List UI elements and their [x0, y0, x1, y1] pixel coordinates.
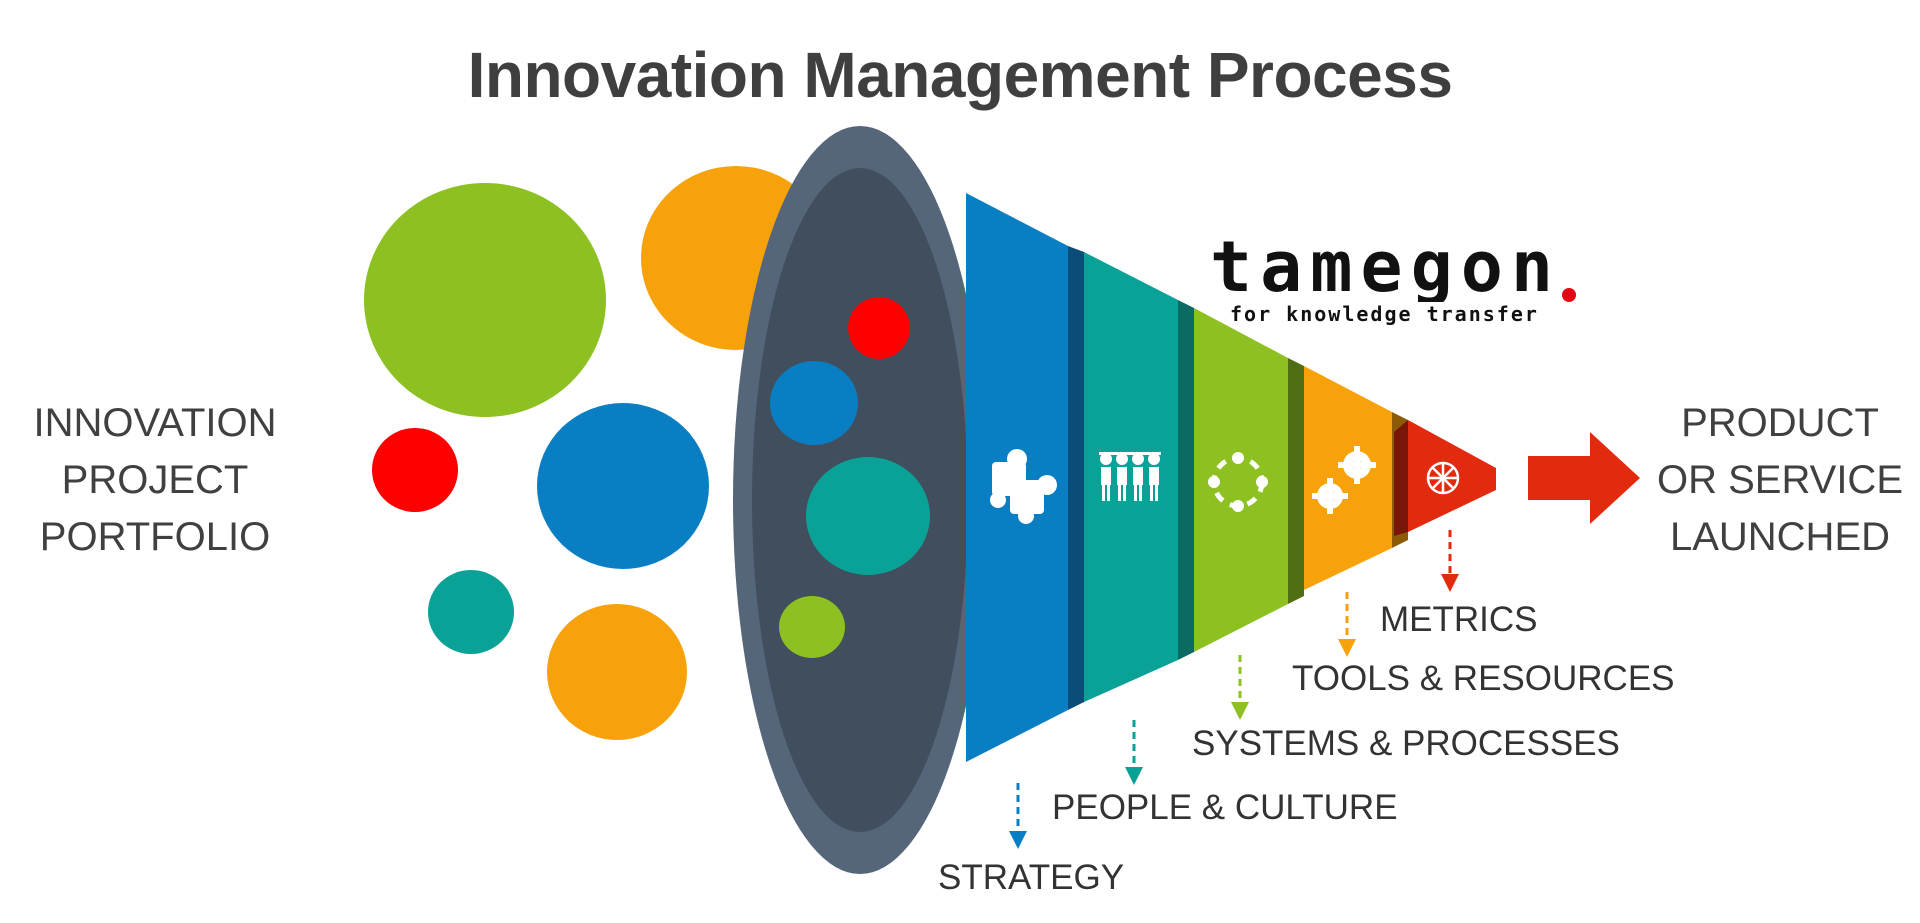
stage-label-strategy: STRATEGY — [938, 858, 1125, 897]
funnel-bubble-green — [779, 596, 845, 658]
launch-arrow — [1528, 432, 1640, 524]
input-label-line-1: INNOVATION — [33, 401, 277, 445]
output-label-line-2: OR SERVICE — [1657, 458, 1903, 502]
stage-systems-processes — [1194, 308, 1304, 652]
bubble-blue-large — [537, 403, 709, 569]
stage-label-tools-resources: TOOLS & RESOURCES — [1292, 659, 1675, 698]
gears-icon — [1312, 446, 1376, 514]
stage-label-metrics: METRICS — [1380, 600, 1538, 639]
output-label: PRODUCT OR SERVICE LAUNCHED — [1650, 395, 1910, 566]
funnel-mouth — [733, 126, 987, 874]
output-label-line-1: PRODUCT — [1681, 401, 1879, 445]
stage-metrics — [1394, 420, 1496, 536]
stage-label-people-culture: PEOPLE & CULTURE — [1052, 788, 1398, 827]
input-label-line-2: PROJECT — [61, 458, 249, 502]
stage-label-systems-processes: SYSTEMS & PROCESSES — [1192, 724, 1620, 763]
network-icon — [1426, 461, 1460, 495]
output-label-line-3: LAUNCHED — [1669, 515, 1891, 559]
funnel-bubble-blue — [770, 361, 858, 445]
bubble-orange-bottom — [547, 604, 687, 740]
logo-tagline: for knowledge transfer — [1228, 302, 1541, 326]
people-icon — [1099, 452, 1161, 501]
page-title: Innovation Management Process — [467, 39, 1453, 111]
input-label-line-3: PORTFOLIO — [39, 515, 271, 559]
input-label: INNOVATION PROJECT PORTFOLIO — [10, 395, 300, 566]
bubble-teal-small — [428, 570, 514, 654]
logo-wordmark: tamegon — [1210, 226, 1562, 308]
logo-dot — [1562, 288, 1576, 302]
puzzle-icon — [990, 449, 1057, 524]
stage-tools-resources — [1304, 366, 1408, 590]
portfolio-bubbles — [364, 166, 831, 740]
bubble-green-large — [364, 183, 606, 417]
funnel-bubble-teal — [806, 457, 930, 575]
stage-strategy — [966, 193, 1084, 762]
stage-people-culture — [1084, 252, 1194, 702]
bubble-red-small — [372, 428, 458, 512]
pointer-arrows — [1009, 530, 1459, 849]
funnel-bubble-red — [848, 297, 910, 359]
